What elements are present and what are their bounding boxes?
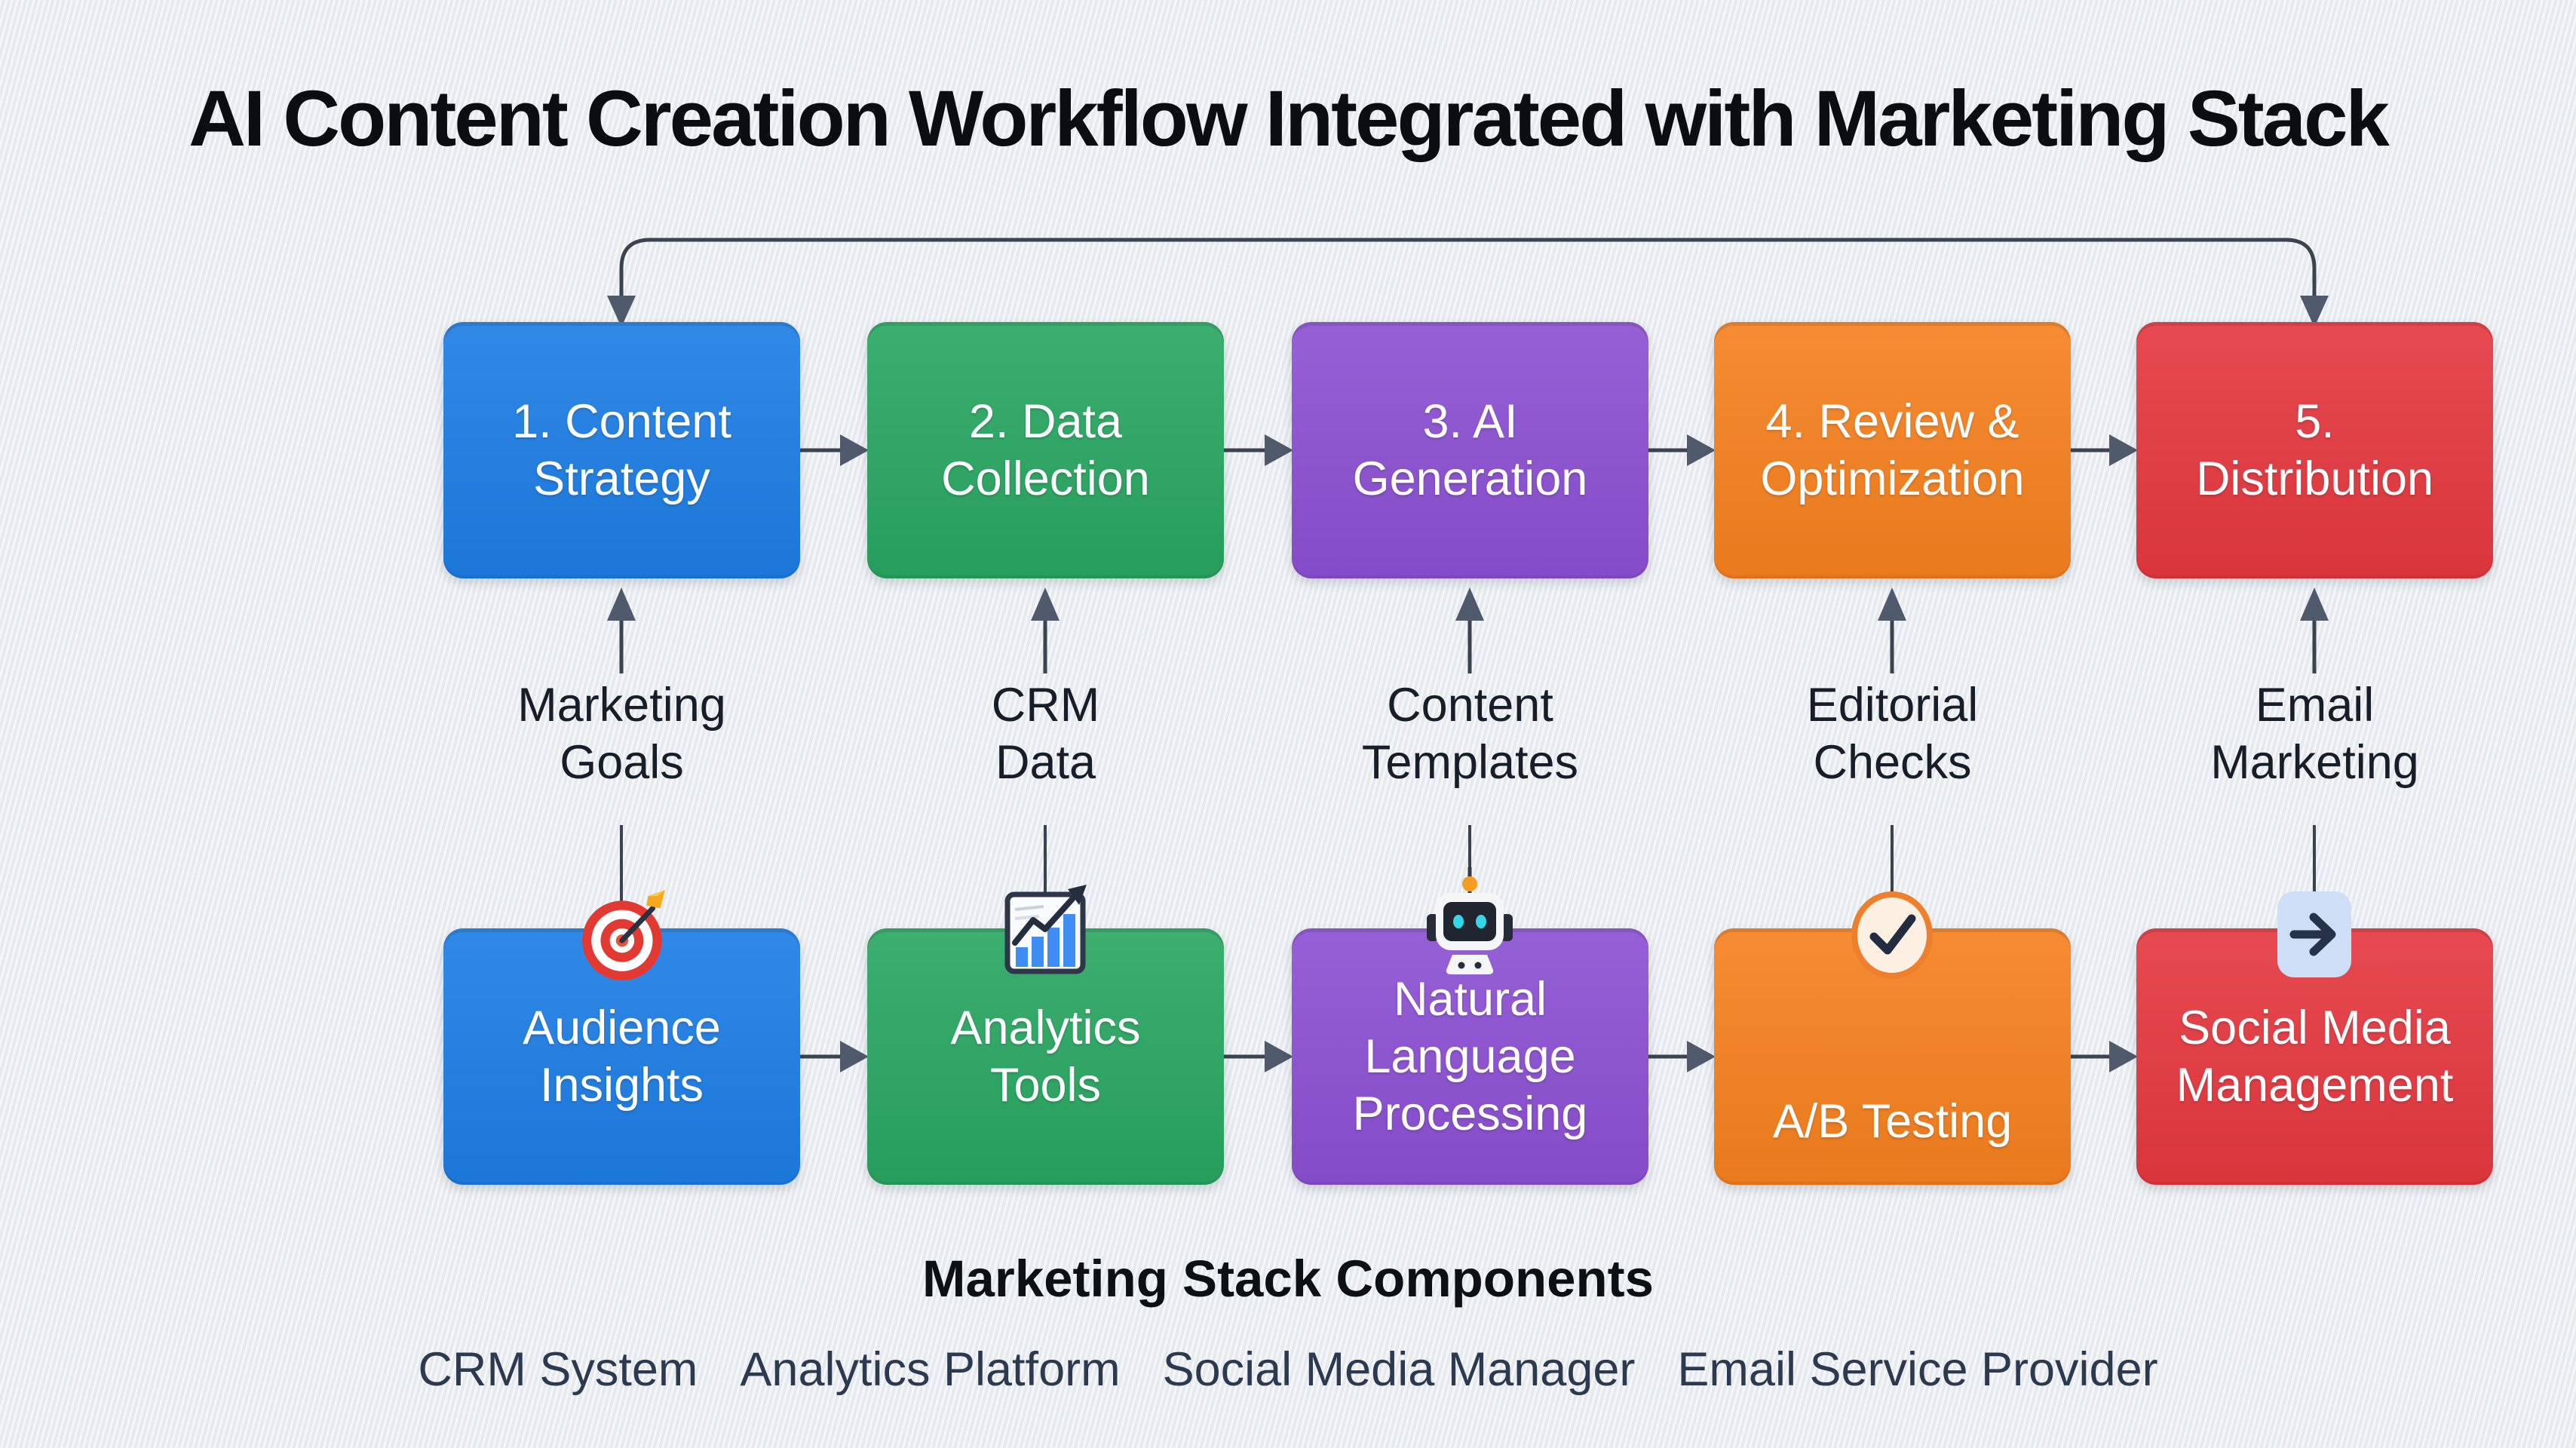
- chart-icon: [1004, 885, 1087, 974]
- integration-down-stubs: [620, 825, 2316, 905]
- integration-label-content-templates: Content Templates: [1361, 679, 1579, 789]
- footer-item-crm-system: CRM System: [418, 1343, 698, 1396]
- check-icon: [1851, 891, 1933, 979]
- arrow-icon: [2277, 891, 2351, 977]
- integration-up-arrows: [619, 620, 2317, 673]
- feedback-loop-arrow: [619, 238, 2317, 296]
- tool-label: Audience Insights: [523, 1001, 721, 1112]
- step-node-data-collection: 2. Data Collection: [867, 322, 1224, 578]
- footer-item-email-service-provider: Email Service Provider: [1677, 1343, 2158, 1396]
- integration-label-editorial-checks: Editorial Checks: [1806, 679, 1979, 789]
- footer-heading: Marketing Stack Components: [922, 1250, 1654, 1308]
- tool-node-analytics-tools: Analytics Tools: [867, 928, 1224, 1185]
- footer-item-analytics-platform: Analytics Platform: [740, 1343, 1121, 1396]
- workflow-flow-arrowheads: [840, 434, 2138, 466]
- step-node-content-strategy: 1. Content Strategy: [443, 322, 800, 578]
- feedback-loop-arrowheads: [607, 296, 2329, 327]
- tool-label: Social Media Management: [2176, 1001, 2454, 1112]
- step-label: 5. Distribution: [2195, 394, 2434, 505]
- tool-label: Natural Language Processing: [1352, 972, 1588, 1141]
- tool-label: Analytics Tools: [950, 1001, 1141, 1112]
- tool-label: A/B Testing: [1772, 1094, 2013, 1148]
- target-icon: [582, 890, 665, 980]
- footer-item-social-media-manager: Social Media Manager: [1162, 1343, 1636, 1396]
- integration-label-email-marketing: Email Marketing: [2210, 679, 2419, 789]
- integration-label-crm-data: CRM Data: [991, 679, 1100, 789]
- step-node-review-optimization: 4. Review & Optimization: [1714, 322, 2071, 578]
- robot-icon: [1427, 867, 1513, 974]
- step-label: 1. Content Strategy: [512, 394, 731, 505]
- tool-node-nlp: Natural Language Processing: [1292, 928, 1648, 1185]
- step-label: 3. AI Generation: [1352, 394, 1588, 505]
- step-label: 2. Data Collection: [941, 394, 1150, 505]
- tools-flow-arrowheads: [840, 1041, 2138, 1072]
- step-node-distribution: 5. Distribution: [2136, 322, 2493, 578]
- integration-up-arrowheads: [607, 587, 2329, 621]
- step-node-ai-generation: 3. AI Generation: [1292, 322, 1648, 578]
- integration-label-marketing-goals: Marketing Goals: [517, 679, 726, 789]
- step-label: 4. Review & Optimization: [1760, 394, 2025, 505]
- page-title: AI Content Creation Workflow Integrated …: [189, 75, 2390, 163]
- footer-items-row: CRM System Analytics Platform Social Med…: [0, 1342, 2576, 1397]
